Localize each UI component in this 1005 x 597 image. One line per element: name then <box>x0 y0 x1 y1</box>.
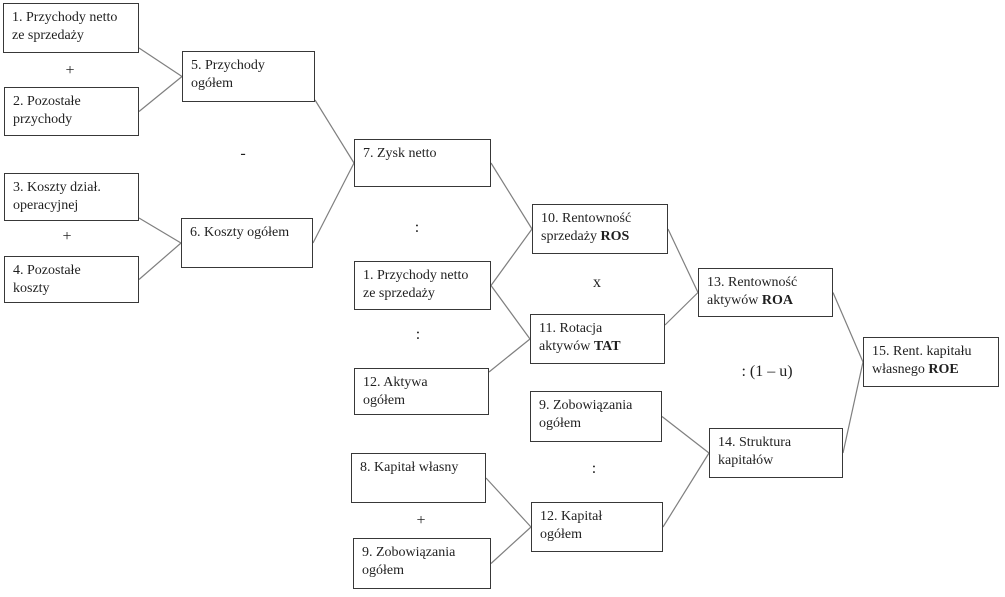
node-label-line: 11. Rotacja <box>539 321 603 336</box>
node-label-line: 10. Rentowność <box>541 211 632 226</box>
node-label-line: 1. Przychody netto <box>12 10 118 25</box>
node-label-line: sprzedaży ROS <box>541 229 630 245</box>
node-label-line: 15. Rent. kapitału <box>872 344 972 359</box>
connector-n10-to-n13 <box>667 228 699 293</box>
node-n12k: 12. Kapitał ogółem <box>531 502 663 552</box>
node-label-line: ogółem <box>539 416 581 432</box>
plus-operator-1: + <box>65 62 75 79</box>
node-label-line: ogółem <box>363 393 405 409</box>
connector-n8-to-n12k <box>485 477 532 528</box>
node-n7: 7. Zysk netto <box>354 139 491 187</box>
connector-n1m-to-n10 <box>490 228 533 286</box>
node-n11: 11. Rotacja aktywów TAT <box>530 314 665 364</box>
node-label-line: 3. Koszty dział. <box>13 180 101 195</box>
node-n2: 2. Pozostałe przychody <box>4 87 139 136</box>
node-label-line: 6. Koszty ogółem <box>190 225 290 240</box>
node-n12a: 12. Aktywa ogółem <box>354 368 489 415</box>
node-label-line: aktywów TAT <box>539 339 621 355</box>
multiply-operator: x <box>593 274 601 291</box>
node-label-line: ogółem <box>362 563 404 579</box>
node-label-line: kapitałów <box>718 453 774 469</box>
node-n13: 13. Rentowność aktywów ROA <box>698 268 833 317</box>
node-label-line: 9. Zobowiązania <box>539 398 633 413</box>
connector-n5-to-n7 <box>314 99 355 164</box>
node-label-line: 2. Pozostałe <box>13 94 81 109</box>
connector-n13-to-n15 <box>832 292 864 363</box>
node-n9u: 9. Zobowiązania ogółem <box>530 391 662 442</box>
node-label-line: koszty <box>13 281 50 297</box>
divide-operator-1: : <box>414 219 420 236</box>
connector-n1m-to-n11 <box>490 285 531 340</box>
node-label-line: ze sprzedaży <box>12 28 84 44</box>
connector-n1-to-n5 <box>138 47 183 78</box>
connector-n4-to-n6 <box>138 242 182 280</box>
divide-operator-3: : <box>591 460 597 477</box>
node-label-line: ze sprzedaży <box>363 286 435 302</box>
node-label-line: 8. Kapitał własny <box>360 460 459 475</box>
connector-n14-to-n15 <box>842 361 864 454</box>
node-label-line: 14. Struktura <box>718 435 792 450</box>
connector-n9l-to-n12k <box>490 526 532 564</box>
node-label-abbreviation: TAT <box>593 339 621 355</box>
node-n10: 10. Rentowność sprzedaży ROS <box>532 204 668 254</box>
node-n15: 15. Rent. kapitału własnego ROE <box>863 337 999 387</box>
node-n1: 1. Przychody netto ze sprzedaży <box>3 3 139 53</box>
plus-operator-2: + <box>62 228 72 245</box>
node-label-abbreviation: ROA <box>761 293 793 309</box>
node-n6: 6. Koszty ogółem <box>181 218 313 268</box>
plus-operator-3: + <box>416 512 426 529</box>
node-label-line: 1. Przychody netto <box>363 268 469 283</box>
divide-1-minus-u: : (1 – u) <box>741 363 793 380</box>
node-n3: 3. Koszty dział. operacyjnej <box>4 173 139 221</box>
connector-n6-to-n7 <box>312 162 355 244</box>
connector-n2-to-n5 <box>138 76 183 112</box>
node-label-abbreviation: ROS <box>600 229 630 245</box>
node-label-line: ogółem <box>191 76 233 92</box>
connector-n7-to-n10 <box>490 162 533 230</box>
node-label-line: 12. Aktywa <box>363 375 428 390</box>
node-label-abbreviation: ROE <box>928 362 959 378</box>
node-label-line: 12. Kapitał <box>540 509 603 524</box>
connector-n12k-to-n14 <box>662 452 710 528</box>
node-label-line: ogółem <box>540 527 582 543</box>
node-n1m: 1. Przychody netto ze sprzedaży <box>354 261 491 310</box>
connector-n9u-to-n14 <box>661 416 710 454</box>
node-n4: 4. Pozostałe koszty <box>4 256 139 303</box>
node-label-line: 13. Rentowność <box>707 275 798 290</box>
node-label-line: 9. Zobowiązania <box>362 545 456 560</box>
node-label-line: własnego ROE <box>872 362 959 378</box>
node-n8: 8. Kapitał własny <box>351 453 486 503</box>
node-label-line: przychody <box>13 112 73 128</box>
connector-n11-to-n13 <box>664 292 699 326</box>
node-label-line: 7. Zysk netto <box>363 146 437 161</box>
connector-n12a-to-n11 <box>488 338 531 373</box>
node-n14: 14. Struktura kapitałów <box>709 428 843 478</box>
node-n5: 5. Przychody ogółem <box>182 51 315 102</box>
node-label-line: 4. Pozostałe <box>13 263 81 278</box>
minus-operator: - <box>240 145 246 162</box>
node-label-line: 5. Przychody <box>191 58 265 73</box>
divide-operator-2: : <box>415 326 421 343</box>
connector-n3-to-n6 <box>138 217 182 244</box>
node-n9l: 9. Zobowiązania ogółem <box>353 538 491 589</box>
node-label-line: aktywów ROA <box>707 293 793 309</box>
node-label-line: operacyjnej <box>13 198 79 214</box>
